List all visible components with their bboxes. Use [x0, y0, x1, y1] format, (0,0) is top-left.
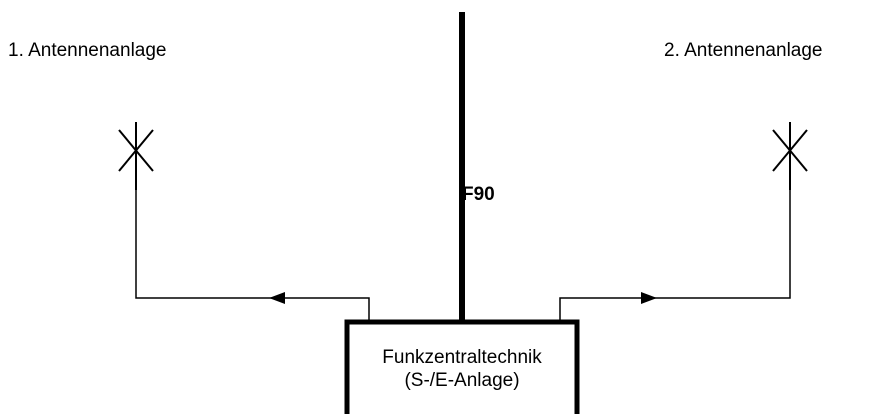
- antenna-icon: [118, 122, 154, 190]
- cable-right: [559, 190, 791, 322]
- antenna-right-label: 2. Antennenanlage: [664, 40, 823, 61]
- fire-wall-label: F90: [462, 184, 495, 205]
- cable-left: [135, 190, 370, 322]
- arrow-right-icon: [641, 292, 657, 304]
- arrow-left-icon: [269, 292, 285, 304]
- central-unit-box: [344, 319, 580, 414]
- central-unit-title: Funkzentraltechnik: [382, 347, 542, 368]
- antenna-icon: [772, 122, 808, 190]
- central-unit-subtitle: (S-/E-Anlage): [404, 370, 520, 391]
- central-unit-label: Funkzentraltechnik (S-/E-Anlage): [347, 346, 577, 392]
- antenna-left-label: 1. Antennenanlage: [8, 40, 167, 61]
